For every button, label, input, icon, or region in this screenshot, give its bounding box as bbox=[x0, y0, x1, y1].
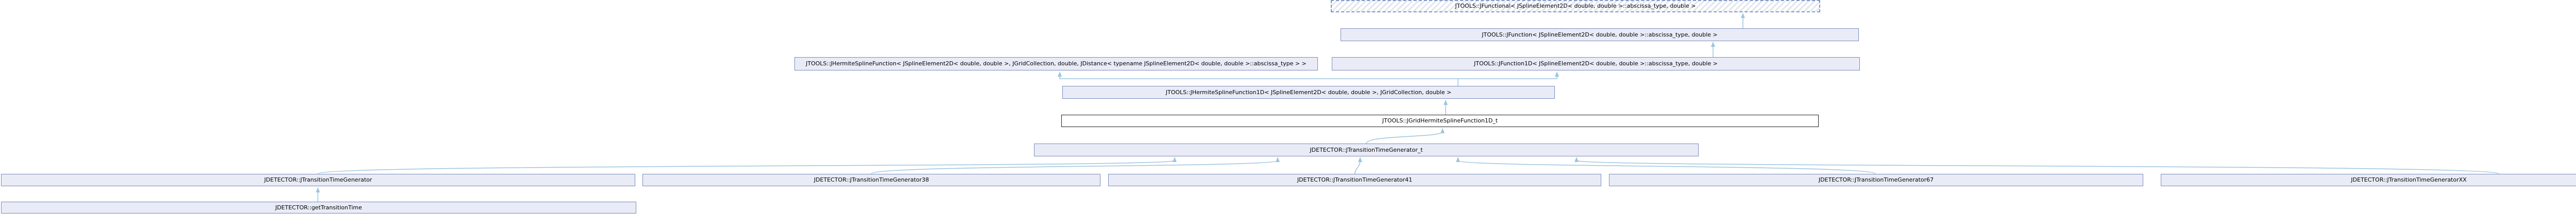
edge-jtransitiontimegenerator67-jtransitiontimegenerator_t bbox=[1456, 157, 1876, 174]
edge-jtransitiontimegenerator41-jtransitiontimegenerator_t bbox=[1354, 157, 1362, 174]
node-gettransitiontime[interactable]: JDETECTOR::getTransitionTime bbox=[1, 202, 636, 213]
node-jtransitiontimegenerator-t[interactable]: JDETECTOR::JTransitionTimeGenerator_t bbox=[1034, 144, 1699, 156]
edge-jhermitesplinefunction1d-jhermitesplinefunction bbox=[1058, 72, 1459, 86]
node-jtransitiontimegeneratorXX[interactable]: JDETECTOR::JTransitionTimeGeneratorXX bbox=[2161, 174, 2576, 186]
edge-jtransitiontimegeneratorXX-jtransitiontimegenerator_t bbox=[1574, 157, 2499, 174]
node-jhermitesplinefunction1d[interactable]: JTOOLS::JHermiteSplineFunction1D< JSplin… bbox=[1062, 86, 1555, 99]
edge-jhermitesplinefunction1d-jfunction1d bbox=[1458, 72, 1559, 79]
node-jgridhermitesplinefunction1d-t: JTOOLS::JGridHermiteSplineFunction1D_t bbox=[1061, 115, 1819, 127]
node-jtransitiontimegenerator41[interactable]: JDETECTOR::JTransitionTimeGenerator41 bbox=[1108, 174, 1601, 186]
node-jtransitiontimegenerator[interactable]: JDETECTOR::JTransitionTimeGenerator bbox=[1, 174, 635, 186]
node-jtransitiontimegenerator67[interactable]: JDETECTOR::JTransitionTimeGenerator67 bbox=[1609, 174, 2143, 186]
edge-jgridhermitesplinefunction1d_t-jhermitesplinefunction1d bbox=[1444, 100, 1448, 115]
node-jtransitiontimegenerator38[interactable]: JDETECTOR::JTransitionTimeGenerator38 bbox=[642, 174, 1100, 186]
node-jfunction[interactable]: JTOOLS::JFunction< JSplineElement2D< dou… bbox=[1341, 28, 1859, 41]
node-jhermitesplinefunction[interactable]: JTOOLS::JHermiteSplineFunction< JSplineE… bbox=[794, 57, 1318, 70]
edge-gettransitiontime-jtransitiontimegenerator bbox=[316, 187, 320, 202]
edge-jtransitiontimegenerator_t-jgridhermitesplinefunction1d_t bbox=[1366, 128, 1445, 144]
edge-jfunction-jfunctional bbox=[1741, 13, 1745, 28]
edge-jtransitiontimegenerator38-jtransitiontimegenerator_t bbox=[871, 157, 1280, 174]
node-jfunctional[interactable]: JTOOLS::JFunctional< JSplineElement2D< d… bbox=[1331, 0, 1820, 12]
edge-jfunction1d-jfunction bbox=[1711, 42, 1715, 57]
edge-jtransitiontimegenerator-jtransitiontimegenerator_t bbox=[317, 157, 1177, 174]
node-jfunction1d[interactable]: JTOOLS::JFunction1D< JSplineElement2D< d… bbox=[1332, 57, 1860, 70]
